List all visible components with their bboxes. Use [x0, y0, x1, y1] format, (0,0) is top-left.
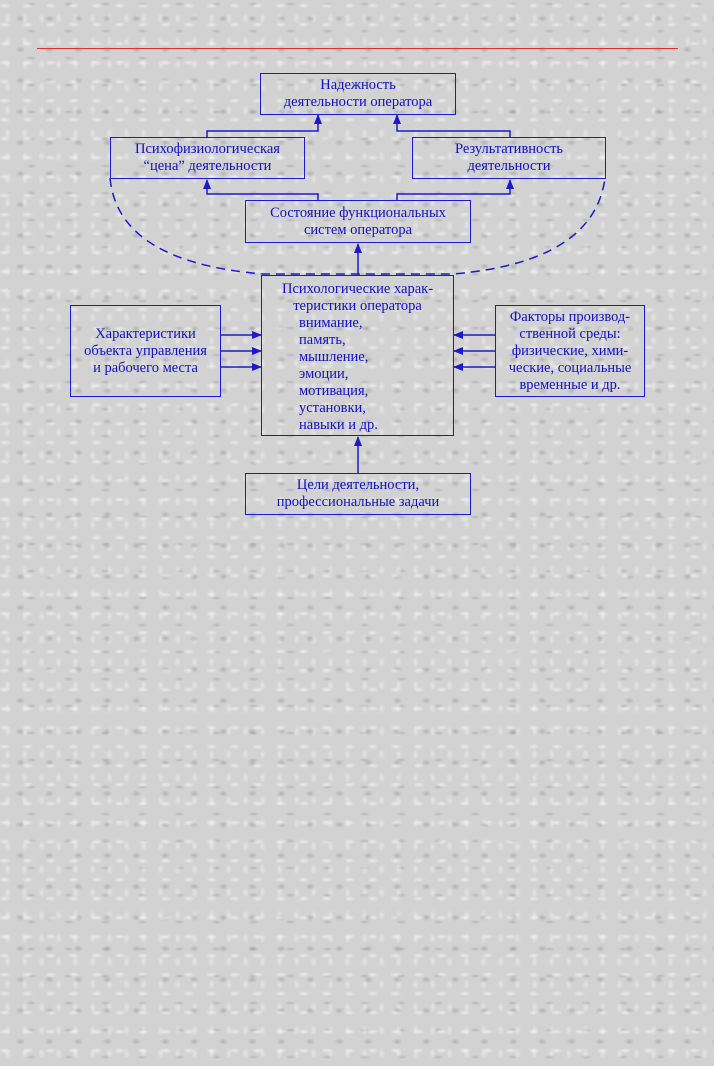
- reliability-line-1: Надежность: [320, 77, 396, 93]
- env-line-3: физические, хими-: [511, 342, 629, 359]
- state-line-1: Состояние функциональных: [270, 204, 446, 221]
- box-effectiveness: Результативность деятельности: [412, 137, 606, 179]
- psych-header-2: теристики оператора: [293, 298, 422, 314]
- box-psychological-characteristics: Психологические харак- теристики операто…: [261, 275, 454, 436]
- box-psychophysiological-cost: Психофизиологическая “цена” деятельности: [110, 137, 305, 179]
- env-line-4: ческие, социальные: [508, 359, 632, 376]
- arrow-state-to-cost: [203, 179, 319, 200]
- box-environment-factors: Факторы производ- ственной среды: физиче…: [495, 305, 645, 397]
- psych-item: эмоции,: [299, 366, 349, 382]
- box-object-characteristics: Характеристики объекта управления и рабо…: [70, 305, 221, 397]
- psych-item: установки,: [299, 400, 366, 416]
- arrow-result-to-reliability: [393, 114, 511, 137]
- box-activity-goals: Цели деятельности, профессиональные зада…: [245, 473, 471, 515]
- psych-item: память,: [299, 332, 346, 348]
- cost-line-2: “цена” деятельности: [143, 158, 272, 174]
- goals-line-1: Цели деятельности,: [296, 477, 420, 493]
- env-line-5: временные и др.: [519, 376, 621, 393]
- reliability-line-2: деятельности оператора: [283, 94, 433, 110]
- psych-item: внимание,: [299, 315, 363, 331]
- arrow-state-to-result: [396, 179, 514, 200]
- arrow-cost-to-reliability: [206, 114, 322, 137]
- cost-line-1: Психофизиологическая: [135, 141, 280, 157]
- state-line-2: систем оператора: [303, 221, 413, 238]
- psych-item: мышление,: [299, 349, 369, 365]
- result-line-1: Результативность: [454, 141, 564, 157]
- box-reliability: Надежность деятельности оператора: [260, 73, 456, 115]
- object-line-2: объекта управления: [84, 342, 207, 359]
- psych-item: навыки и др.: [299, 417, 378, 433]
- psych-item: мотивация,: [299, 383, 369, 399]
- goals-line-2: профессиональные задачи: [276, 494, 440, 510]
- object-line-3: и рабочего места: [93, 359, 198, 376]
- env-line-2: ственной среды:: [519, 325, 621, 342]
- object-line-1: Характеристики: [95, 325, 196, 342]
- result-line-2: деятельности: [467, 158, 551, 174]
- top-rule: [37, 48, 678, 49]
- env-line-1: Факторы производ-: [509, 308, 631, 325]
- box-functional-state: Состояние функциональных систем оператор…: [245, 200, 471, 243]
- psych-header-1: Психологические харак-: [281, 281, 434, 297]
